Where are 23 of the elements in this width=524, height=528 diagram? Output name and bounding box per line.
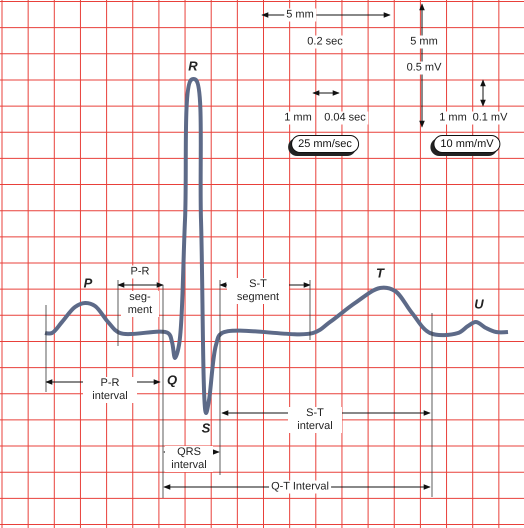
wave-label: T xyxy=(375,266,386,280)
scale-badge: 10 mm/mV xyxy=(433,135,501,153)
dimension-label: P-R xyxy=(128,266,152,278)
dimension-label: 5 mm xyxy=(408,36,440,48)
dimension-label: S-T interval xyxy=(288,407,342,433)
wave-label: P xyxy=(82,276,94,290)
dimension-label: 0.1 mV xyxy=(470,112,510,124)
dimension-label: seg- ment xyxy=(121,291,159,317)
scale-badge: 25 mm/sec xyxy=(291,135,359,153)
dimension-label: Q-T Interval xyxy=(269,480,331,494)
dimension-label: 5 mm xyxy=(284,8,316,22)
dimension-label: 1 mm xyxy=(282,112,314,124)
dimension-label: 0.04 sec xyxy=(322,112,368,124)
dimension-label: S-T segment xyxy=(227,278,289,304)
dimension-label: QRS interval xyxy=(165,446,213,472)
wave-label: Q xyxy=(166,374,178,386)
wave-label: U xyxy=(473,298,485,310)
dimension-label: 0.2 sec xyxy=(305,36,345,48)
wave-label: R xyxy=(187,60,199,72)
wave-label: S xyxy=(200,422,212,434)
dimension-label: 1 mm xyxy=(437,112,469,124)
dimension-label: 0.5 mV xyxy=(404,62,444,74)
dimension-label: P-R interval xyxy=(83,377,137,403)
